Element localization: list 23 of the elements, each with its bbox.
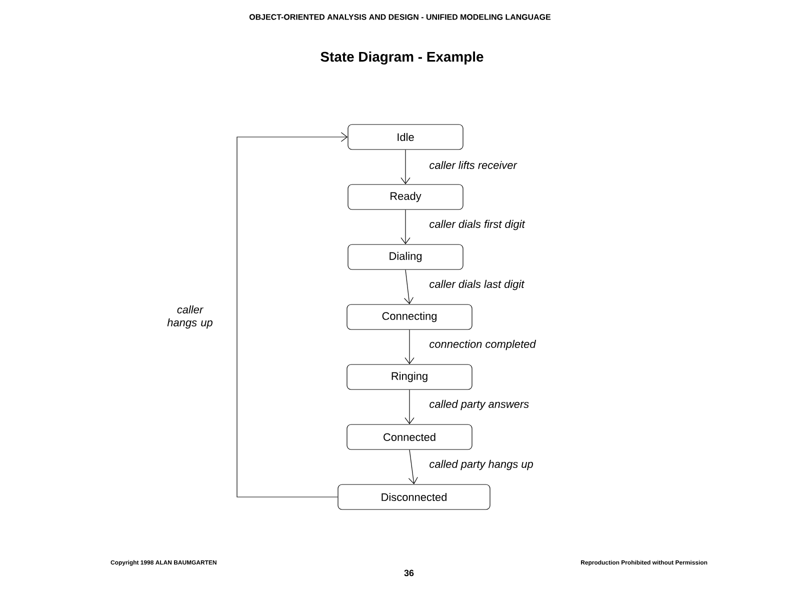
transition-label: caller dials first digit: [428, 218, 526, 232]
transition-arrow: [404, 330, 414, 364]
transition-arrow: [408, 450, 418, 484]
transition-label: connection completed: [428, 338, 537, 352]
state-box: Connecting: [346, 304, 472, 330]
transition-label: caller dials last digit: [428, 278, 526, 292]
transition-arrow: [400, 210, 410, 244]
transition-arrow: [404, 270, 414, 304]
state-box: Connected: [346, 424, 472, 450]
transition-label: caller hangs up: [159, 304, 221, 330]
transition-arrow: [400, 150, 410, 184]
transition-label: called party hangs up: [428, 458, 534, 472]
title: State Diagram - Example: [320, 51, 484, 65]
state-box: Disconnected: [338, 484, 490, 510]
state-box: Ready: [348, 184, 464, 210]
state-box: Idle: [348, 124, 464, 150]
transition-arrow: [404, 390, 414, 424]
state-box: Ringing: [346, 364, 472, 390]
transition-arrow: [236, 132, 348, 498]
transition-label: called party answers: [428, 398, 530, 412]
page-number: 36: [404, 570, 414, 576]
transition-label: caller lifts receiver: [428, 160, 518, 170]
state-box: Dialing: [348, 244, 464, 270]
